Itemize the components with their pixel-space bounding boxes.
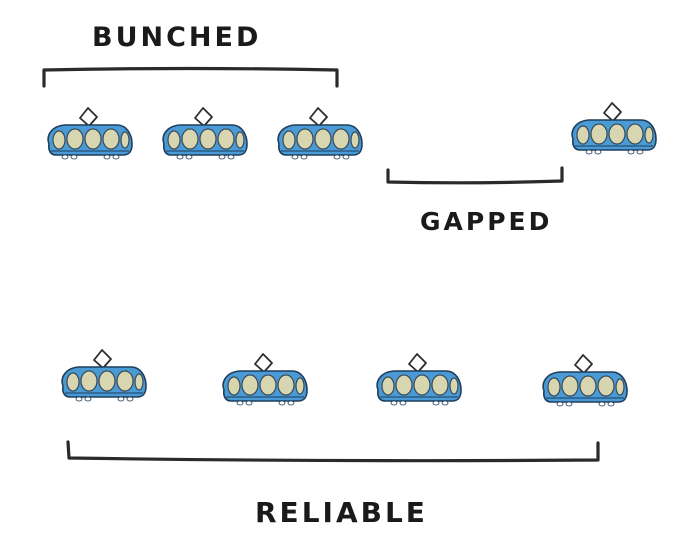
bunched-bracket (42, 66, 339, 88)
reliable-label: RELIABLE (255, 496, 428, 529)
tram-icon (61, 349, 147, 402)
tram-icon (222, 353, 308, 406)
tram-icon (571, 102, 657, 155)
tram-icon (277, 107, 363, 160)
reliable-bracket (66, 440, 600, 463)
tram-icon (542, 354, 628, 407)
tram-icon (376, 353, 462, 406)
tram-icon (162, 107, 248, 160)
gapped-label: GAPPED (420, 207, 552, 236)
tram-icon (47, 107, 133, 160)
bunched-label: BUNCHED (92, 22, 261, 53)
gapped-bracket (386, 166, 564, 185)
